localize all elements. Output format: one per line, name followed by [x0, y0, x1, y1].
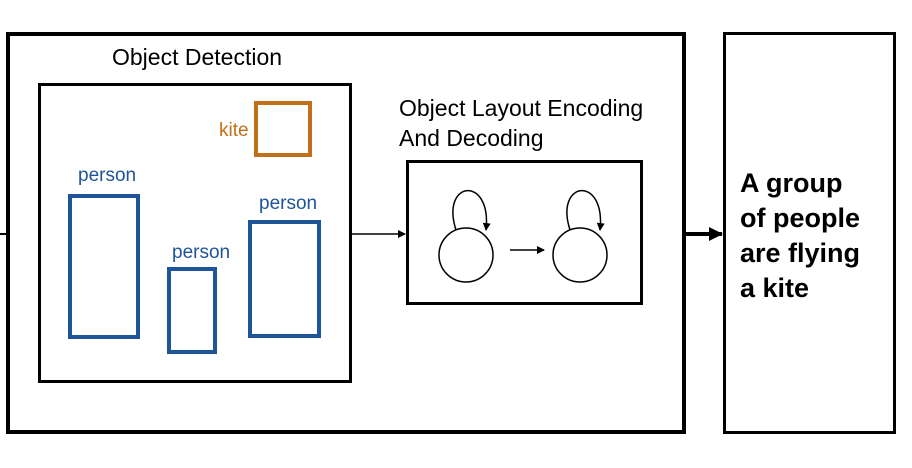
- encoder-node: [438, 227, 494, 283]
- caption-line-1: A group: [740, 168, 843, 198]
- encoder-self-loop: [452, 189, 491, 231]
- kite-bounding-box: [254, 101, 312, 157]
- kite-label: kite: [219, 120, 249, 141]
- encoding-decoding-box: [406, 160, 643, 305]
- person-bounding-box-1: [68, 194, 140, 339]
- person-label-3: person: [259, 193, 318, 214]
- object-detection-title: Object Detection: [112, 44, 283, 70]
- encoding-title-line-1: Object Layout Encoding: [399, 95, 644, 121]
- person-label-2: person: [172, 242, 231, 263]
- caption-output-box: [723, 32, 896, 434]
- encoding-title-line-2: And Decoding: [399, 125, 544, 151]
- caption-line-2: of people: [740, 203, 860, 233]
- detection-panel: [38, 83, 352, 383]
- person-bounding-box-3: [248, 220, 321, 338]
- caption-line-3: are flying: [740, 238, 861, 268]
- decoder-self-loop: [566, 189, 605, 231]
- pipeline-frame: [6, 32, 686, 434]
- caption-line-4: a kite: [740, 273, 810, 303]
- decoder-node: [552, 227, 608, 283]
- person-bounding-box-2: [167, 267, 217, 354]
- person-label-1: person: [78, 165, 137, 186]
